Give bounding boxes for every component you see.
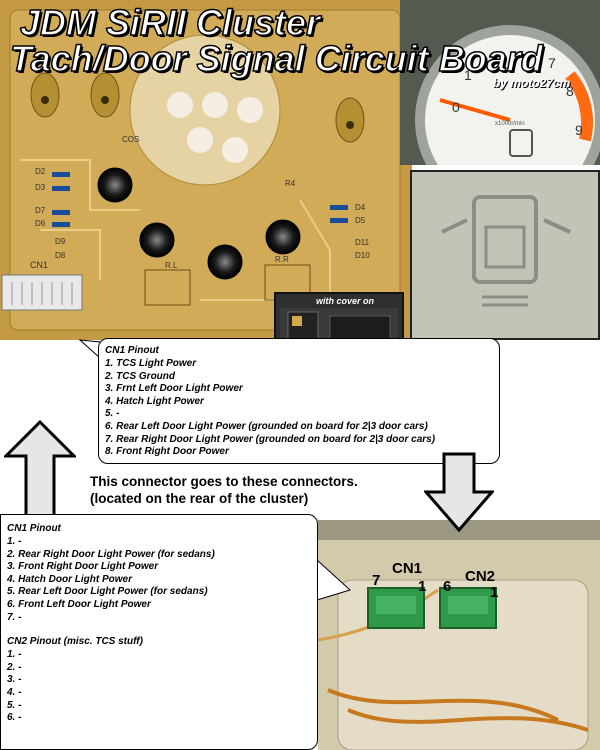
rear-cn2-pin-4: 4. - [7, 686, 22, 698]
rear-cn1-pin-4: 4. Hatch Door Light Power [7, 573, 133, 585]
board-cn1-pin-1: 1. TCS Light Power [105, 358, 197, 369]
svg-text:D9: D9 [55, 237, 66, 246]
cn2-photo-label: CN2 [465, 568, 496, 585]
arrow-down-icon [424, 452, 494, 532]
svg-text:D2: D2 [35, 167, 46, 176]
page-title-line2: Tach/Door Signal Circuit Board [9, 37, 543, 80]
svg-text:8: 8 [566, 83, 574, 99]
circuit-board-illustration: CN1 D2 D3 D7 D6 D9 D8 D4 D5 D11 D10 R.L … [0, 0, 412, 340]
connector-note: This connector goes to these connectors.… [90, 473, 440, 507]
board-cn1-pin-5: 5. - [105, 408, 120, 420]
cn1-pin1-label: 1 [418, 578, 427, 595]
door-indicator-closeup-photo [410, 170, 600, 340]
board-cn1-heading: CN1 Pinout [105, 345, 159, 356]
rear-cn2-pin-2: 2. - [7, 661, 22, 673]
circuit-board-photo: CN1 D2 D3 D7 D6 D9 D8 D4 D5 D11 D10 R.L … [0, 0, 412, 340]
rear-cn1-heading: CN1 Pinout [7, 523, 61, 534]
board-cn1-pin-6: 6. Rear Left Door Light Power (grounded … [105, 420, 428, 432]
svg-text:D7: D7 [35, 206, 46, 215]
rear-cn2-heading: CN2 Pinout (misc. TCS stuff) [7, 636, 143, 648]
svg-text:x1000r/min: x1000r/min [495, 121, 525, 127]
svg-text:0: 0 [452, 99, 460, 115]
board-cn1-pin-2: 2. TCS Ground [105, 370, 175, 382]
rear-cn1-pin-1: 1. - [7, 536, 22, 547]
svg-text:D5: D5 [355, 216, 366, 225]
svg-text:D4: D4 [355, 203, 366, 212]
cluster-rear-illustration [318, 520, 600, 750]
rear-cn1-pin-7: 7. - [7, 611, 22, 623]
rear-cn1-pin-3: 3. Front Right Door Light Power [7, 561, 159, 573]
svg-text:R4: R4 [285, 179, 296, 188]
connector-note-line2: (located on the rear of the cluster) [90, 491, 309, 506]
connector-note-line1: This connector goes to these connectors. [90, 474, 358, 489]
tachometer-illustration: 1 0 9 8 7 x1000r/min [400, 0, 600, 165]
svg-text:D6: D6 [35, 219, 46, 228]
svg-text:D10: D10 [355, 251, 370, 260]
rear-pinout-callout: CN1 Pinout 1. - 2. Rear Right Door Light… [0, 514, 318, 750]
page-title-line1: JDM SiRII Cluster [19, 1, 321, 44]
board-cn1-pin-4: 4. Hatch Light Power [105, 395, 204, 407]
board-cn1-pin-8: 8. Front Right Door Power [105, 446, 229, 458]
svg-text:R.R: R.R [275, 255, 289, 264]
rear-cn1-pin-5: 5. Rear Left Door Light Power (for sedan… [7, 586, 208, 598]
svg-text:R.L: R.L [165, 261, 178, 270]
cn2-pin1-label: 1 [490, 584, 499, 601]
tachometer-photo: 1 0 9 8 7 x1000r/min [400, 0, 600, 165]
svg-text:7: 7 [548, 55, 556, 71]
rear-cn1-pin-6: 6. Front Left Door Light Power [7, 598, 151, 610]
board-cn1-pin-7: 7. Rear Right Door Light Power (grounded… [105, 433, 436, 445]
author-credit: by moto27cm [493, 76, 571, 90]
svg-text:D11: D11 [355, 238, 370, 247]
svg-text:1: 1 [464, 67, 472, 83]
rear-cn2-pin-6: 6. - [7, 712, 22, 724]
rear-cn2-pin-5: 5. - [7, 699, 22, 711]
cluster-rear-photo: CN1 CN2 7 1 6 1 [318, 520, 600, 750]
cn2-pin6-label: 6 [443, 578, 452, 595]
door-ajar-icon [412, 172, 598, 338]
rear-cn2-pin-3: 3. - [7, 674, 22, 686]
svg-text:COS: COS [122, 135, 139, 144]
svg-text:CN1: CN1 [30, 260, 48, 270]
inset-label: with cover on [316, 296, 375, 306]
board-cn1-pin-3: 3. Frnt Left Door Light Power [105, 383, 243, 395]
svg-text:D8: D8 [55, 251, 66, 260]
board-cn1-pinout-callout: CN1 Pinout 1. TCS Light Power 2. TCS Gro… [98, 338, 500, 464]
cn1-pin7-label: 7 [372, 572, 381, 589]
rear-cn1-pin-2: 2. Rear Right Door Light Power (for seda… [7, 548, 215, 560]
cn1-photo-label: CN1 [392, 560, 423, 577]
svg-text:D3: D3 [35, 183, 46, 192]
svg-text:9: 9 [575, 122, 583, 138]
rear-cn2-pin-1: 1. - [7, 649, 22, 661]
